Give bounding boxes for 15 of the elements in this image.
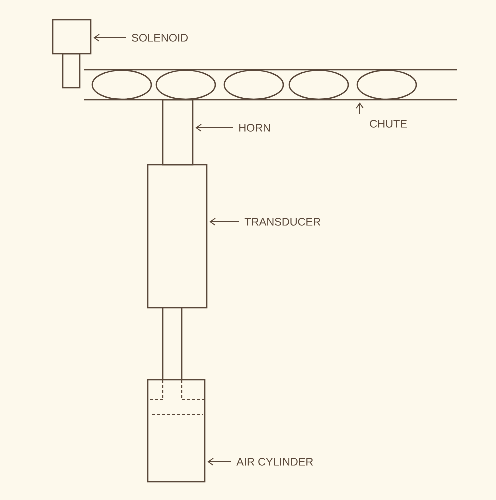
part-box (147, 164, 208, 309)
part-label: TRANSDUCER (244, 218, 321, 226)
leader-arrow (208, 458, 232, 466)
part-box (162, 99, 194, 166)
part-label: CHUTE (370, 120, 408, 128)
leader-arrow (210, 218, 240, 226)
chute-drawing (83, 69, 458, 101)
part-label: AIR CYLINDER (236, 458, 314, 466)
leader-arrow (356, 102, 364, 115)
leader-arrow (196, 124, 234, 132)
part-box (52, 19, 92, 55)
part-label: SOLENOID (132, 34, 188, 42)
part-label: HORN (240, 124, 270, 132)
air-cylinder-drawing (147, 307, 206, 483)
leader-arrow (94, 34, 126, 42)
